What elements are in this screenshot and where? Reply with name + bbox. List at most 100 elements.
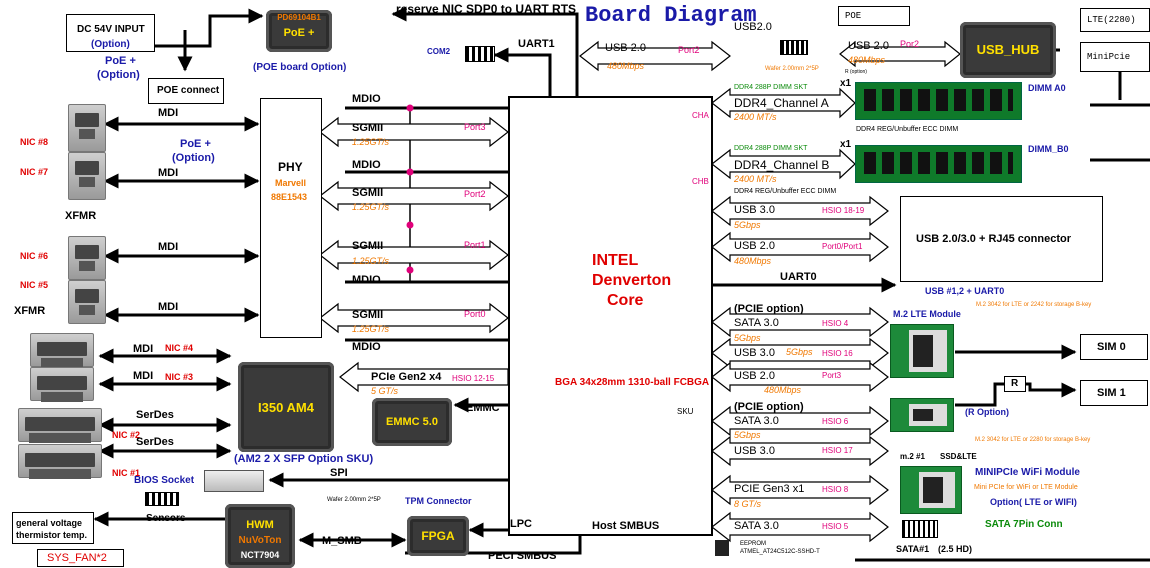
- sata30-hsio-1: HSIO 4: [822, 319, 849, 328]
- poe-box: POE: [838, 6, 910, 26]
- pcie-gen2-hsio: HSIO 12-15: [452, 374, 495, 383]
- host-smbus-label: Host SMBUS: [592, 520, 660, 532]
- mdi-label-1: MDI: [158, 107, 179, 119]
- sgmii-port-1: Port1: [464, 240, 486, 250]
- sys-fan-box: SYS_FAN*2: [37, 549, 124, 567]
- sata30-speed-1: 5Gbps: [734, 333, 761, 343]
- tpm-header-icon: [145, 492, 179, 506]
- nic4-label: NIC #4: [165, 343, 194, 353]
- sgmii-speed-3: 1.25GT/s: [352, 137, 390, 147]
- m2-note-1: M.2 3042 for LTE or 2242 for storage B-k…: [976, 302, 1092, 308]
- dimm-note-a: DDR4 REG/Unbuffer ECC DIMM: [856, 126, 959, 133]
- usb30-speed-1: 5Gbps: [734, 220, 761, 230]
- sgmii-speed-2: 1.25GT/s: [352, 202, 390, 212]
- ddr4-mt-b: 2400 MT/s: [734, 174, 777, 184]
- sim1-label: SIM 1: [1097, 387, 1126, 399]
- mdi-label-2: MDI: [158, 167, 179, 179]
- rj45-jack-nic4: [30, 333, 94, 368]
- page-title: Board Diagram: [585, 3, 757, 28]
- cpu-brand: INTEL: [592, 252, 639, 269]
- pcie-gen2-speed: 5 GT/s: [371, 386, 399, 396]
- hwm-chip: HWM NuVoTon NCT7904: [225, 504, 295, 568]
- mdi-label-6: MDI: [133, 370, 154, 382]
- dimm-x1-a: x1: [840, 78, 852, 89]
- sfp-cage-nic2: [18, 408, 102, 443]
- usb12-uart0-label: USB #1,2 + UART0: [925, 286, 1005, 296]
- usb20-header-label: USB2.0: [734, 21, 772, 33]
- rj45-connector-box: USB 2.0/3.0 + RJ45 connector: [900, 196, 1103, 282]
- dimm-a0-module: [855, 82, 1022, 120]
- sgmii-port-0: Port0: [464, 309, 486, 319]
- option-lte-label: Option( LTE or WIFI): [990, 497, 1077, 507]
- r-option-small: R (option): [845, 69, 867, 75]
- mdi-label-3: MDI: [158, 241, 179, 253]
- gv-box: general voltage thermistor temp.: [12, 512, 94, 544]
- sgmii-label-3: SGMII: [352, 122, 384, 134]
- sgmii-label-0: SGMII: [352, 309, 384, 321]
- nic2-label: NIC #2: [112, 430, 141, 440]
- eeprom-part: ATMEL_AT24C512C-SSHD-T: [740, 549, 820, 555]
- sata30-speed-2: 5Gbps: [734, 430, 761, 440]
- sfp-option-label: (AM2 2 X SFP Option SKU): [234, 453, 374, 465]
- cpu-sku: SKU: [677, 407, 694, 416]
- pcie-gen3-speed: 8 GT/s: [734, 499, 762, 509]
- dimm-a0-label: DIMM A0: [1028, 83, 1066, 93]
- usb30-label-2: USB 3.0: [734, 347, 775, 359]
- nic8-label: NIC #8: [20, 137, 49, 147]
- usb20-top-label: USB 2.0: [605, 42, 646, 54]
- i350-chip: I350 AM4: [238, 362, 334, 452]
- usb30-label-1: USB 3.0: [734, 204, 775, 216]
- dc-input-box: DC 54V INPUT (Option): [66, 14, 155, 52]
- sgmii-speed-1: 1.25GT/s: [352, 256, 390, 266]
- thermistor-label: thermistor temp.: [16, 530, 88, 540]
- sim0-box: SIM 0: [1080, 334, 1148, 360]
- tpm-label: TPM Connector: [405, 496, 472, 506]
- fpga-chip: FPGA: [407, 516, 469, 556]
- minipcie-note: Mini PCIe for WiFi or LTE Module: [974, 484, 1078, 491]
- poe-board-option: (POE board Option): [253, 62, 347, 73]
- usb-wafer-label: Wafer 2.00mm 2*5P: [765, 66, 819, 72]
- usb20-hub-label: USB 2.0: [848, 40, 889, 52]
- sata7-label: SATA 7Pin Conn: [985, 519, 1063, 530]
- poe-chip-label: PoE +: [283, 27, 315, 39]
- com2-label: COM2: [427, 47, 451, 56]
- poe-plus-option2-label: (Option): [97, 69, 140, 81]
- poe-connect-label: POE connect: [157, 85, 220, 96]
- rj45-jack-nic6: [68, 236, 106, 280]
- eeprom-chip-icon: [715, 540, 729, 556]
- minipcie-title: MINIPCIe WiFi Module: [975, 467, 1080, 478]
- minipcie-label: MiniPcie: [1087, 52, 1131, 62]
- bios-socket-label: BIOS Socket: [134, 475, 195, 486]
- serdes-label-1: SerDes: [136, 409, 174, 421]
- rj45-connector-label: USB 2.0/3.0 + RJ45 connector: [916, 233, 1071, 245]
- fpga-label: FPGA: [421, 529, 455, 543]
- usb20-hub-speed: 480Mbps: [848, 55, 886, 65]
- usb20-port-2: Port3: [822, 371, 842, 380]
- usb30-hsio-3: HSIO 17: [822, 446, 853, 455]
- mdi-label-5: MDI: [133, 343, 154, 355]
- gv-label: general voltage: [16, 518, 83, 528]
- sgmii-label-1: SGMII: [352, 240, 384, 252]
- usb20-top-speed: 480Mbps: [607, 61, 645, 71]
- emmc-label: EMMC: [466, 402, 500, 414]
- usb-hub-label: USB_HUB: [976, 42, 1040, 57]
- m2-lte-module: [890, 324, 954, 378]
- sensors-label: Sensors: [146, 513, 186, 524]
- sata30-hsio-2: HSIO 6: [822, 417, 849, 426]
- sata-connector-icon: [902, 520, 938, 538]
- xfmr-label-2: XFMR: [14, 305, 46, 317]
- poe-chip: PD69104B1 PoE +: [266, 10, 332, 52]
- lte-2280-box: LTE(2280): [1080, 8, 1150, 32]
- nic3-label: NIC #3: [165, 372, 194, 382]
- m2-ssd-module: [890, 398, 954, 432]
- usb30-hsio-1: HSIO 18-19: [822, 206, 865, 215]
- usb20-label-2: USB 2.0: [734, 370, 775, 382]
- sim0-label: SIM 0: [1097, 341, 1126, 353]
- dimm-note-b: DDR4 REG/Unbuffer ECC DIMM: [734, 188, 837, 195]
- m2-1-label: m.2 #1: [900, 452, 925, 461]
- dc-option-label: (Option): [91, 39, 130, 50]
- mdi-label-4: MDI: [158, 301, 179, 313]
- ddr4-channel-b: DDR4_Channel B: [734, 158, 830, 172]
- phy-label: PHY: [278, 160, 303, 174]
